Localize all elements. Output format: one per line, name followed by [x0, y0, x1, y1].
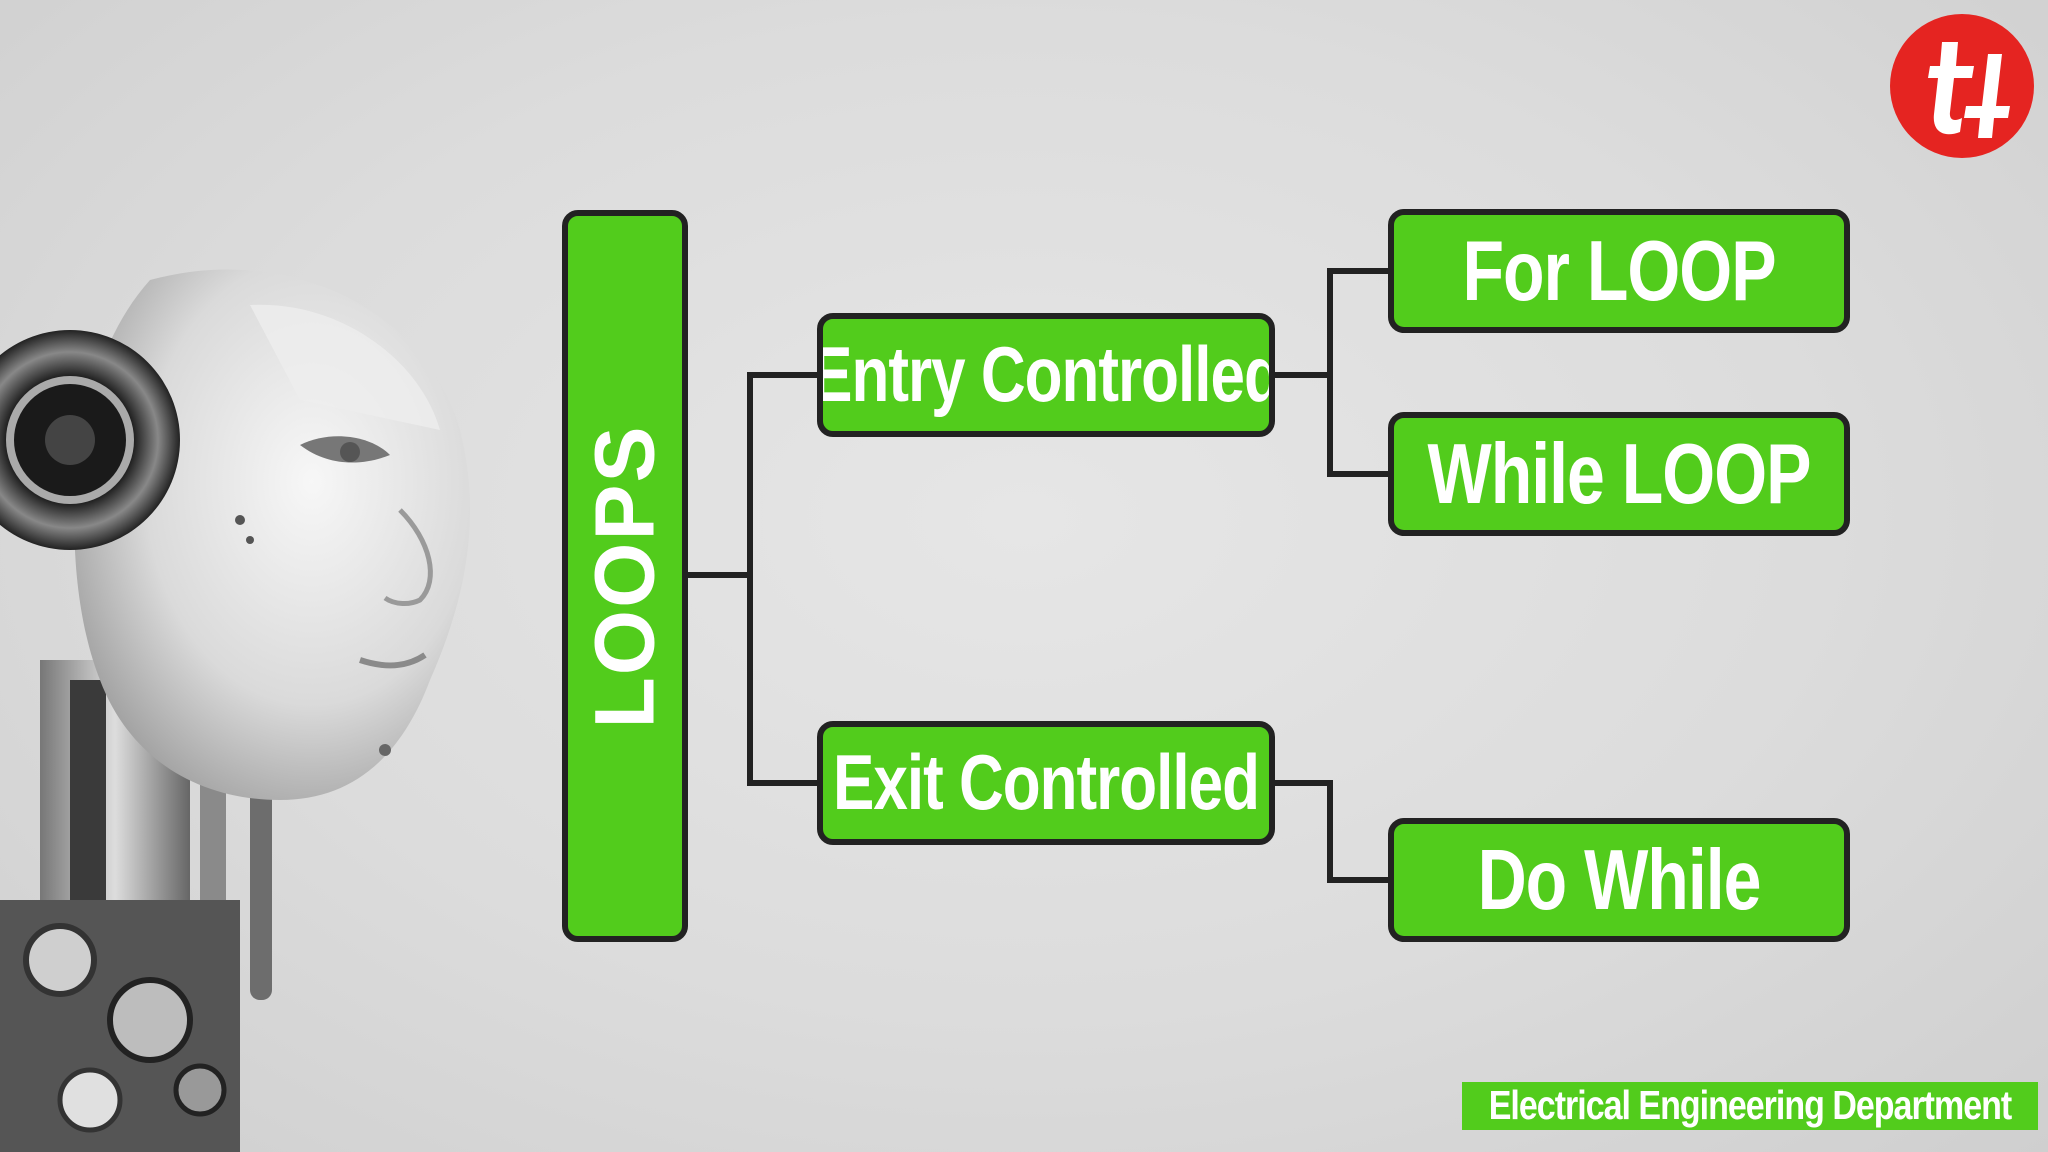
node-entry-controlled-label: Entry Controlled	[817, 331, 1275, 419]
robot-head-illustration	[0, 269, 471, 1152]
node-entry-controlled: Entry Controlled	[817, 313, 1275, 437]
connector-entry-for	[1327, 268, 1388, 375]
node-do-while-label: Do While	[1477, 832, 1762, 928]
node-while-loop-label: While LOOP	[1427, 426, 1812, 522]
connector-exit-dowhile	[1275, 780, 1388, 883]
department-badge: Electrical Engineering Department	[1462, 1082, 2038, 1130]
department-label: Electrical Engineering Department	[1488, 1082, 2012, 1129]
node-for-loop-label: For LOOP	[1462, 223, 1776, 319]
node-exit-controlled-label: Exit Controlled	[833, 739, 1260, 827]
connector-root-exit	[747, 575, 817, 786]
node-loops-label: LOOPS	[577, 423, 672, 729]
node-for-loop: For LOOP	[1388, 209, 1850, 333]
node-loops: LOOPS	[562, 210, 688, 942]
connector-entry-while	[1327, 375, 1388, 477]
node-do-while: Do While	[1388, 818, 1850, 942]
node-exit-controlled: Exit Controlled	[817, 721, 1275, 845]
brand-logo-icon	[1890, 14, 2034, 158]
node-while-loop: While LOOP	[1388, 412, 1850, 536]
connector-root-entry	[747, 372, 817, 575]
